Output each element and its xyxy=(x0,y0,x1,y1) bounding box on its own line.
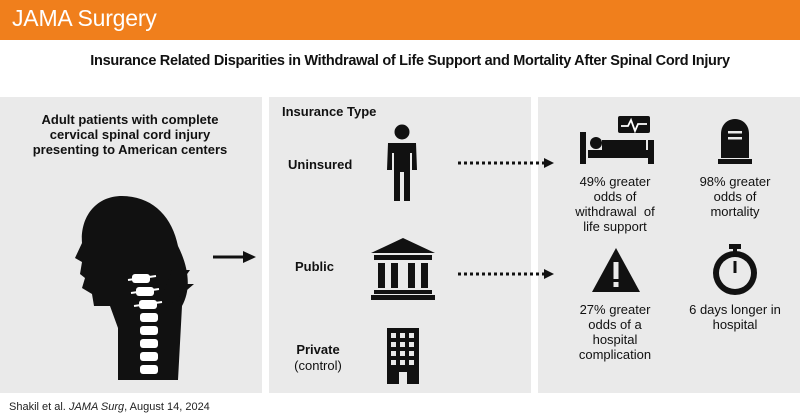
citation: Shakil et al. JAMA Surg, August 14, 2024 xyxy=(9,401,210,413)
tombstone-icon xyxy=(718,119,752,164)
mortality-line2: odds of xyxy=(713,189,757,204)
journal-name: JAMA Surgery xyxy=(12,5,157,31)
page-title: Insurance Related Disparities in Withdra… xyxy=(90,53,730,69)
complication-line2: odds of a xyxy=(588,317,642,332)
dotted-arrow-public xyxy=(458,269,554,279)
outcome-stay: 6 days longer in hospital xyxy=(680,302,790,332)
divider-left xyxy=(262,97,269,393)
stay-line2: hospital xyxy=(712,317,758,332)
label-private-note: (control) xyxy=(294,358,342,373)
outcome-complication: 27% greater odds of a hospital complicat… xyxy=(565,302,665,362)
stay-line1: 6 days longer in xyxy=(689,302,781,317)
hospital-bed-icon xyxy=(580,116,654,164)
withdrawal-line2: odds of xyxy=(593,189,637,204)
population-text: Adult patients with complete cervical sp… xyxy=(20,112,240,157)
population-line2: cervical spinal cord injury xyxy=(49,127,211,142)
label-uninsured: Uninsured xyxy=(288,157,353,172)
citation-authors: Shakil et al. xyxy=(9,401,66,413)
divider-right xyxy=(531,97,538,393)
population-line3: presenting to American centers xyxy=(32,142,228,157)
person-icon xyxy=(387,124,417,201)
outcome-mortality: 98% greater odds of mortality xyxy=(685,174,785,219)
withdrawal-line1: 49% greater xyxy=(579,174,651,189)
header-bar: JAMA Surgery xyxy=(0,0,800,40)
warning-icon xyxy=(592,248,640,292)
withdrawal-line3: withdrawal of xyxy=(575,204,655,219)
label-public: Public xyxy=(295,259,335,274)
bank-icon xyxy=(371,238,435,300)
complication-line3: hospital xyxy=(592,332,638,347)
population-line1: Adult patients with complete xyxy=(41,112,219,127)
arrow-icon xyxy=(213,251,256,263)
mortality-line1: 98% greater xyxy=(699,174,771,189)
mortality-line3: mortality xyxy=(710,204,760,219)
stopwatch-icon xyxy=(713,244,757,295)
outcome-withdrawal: 49% greater odds of withdrawal of life s… xyxy=(565,174,665,234)
dotted-arrow-uninsured xyxy=(458,158,554,168)
citation-journal: JAMA Surg xyxy=(68,401,125,413)
complication-line4: complication xyxy=(578,347,652,362)
complication-line1: 27% greater xyxy=(579,302,651,317)
insurance-heading: Insurance Type xyxy=(282,104,377,119)
building-icon xyxy=(387,328,419,384)
label-private: Private xyxy=(296,342,340,357)
withdrawal-line4: life support xyxy=(583,219,647,234)
citation-date: , August 14, 2024 xyxy=(124,401,210,413)
head-spine-icon xyxy=(75,196,194,380)
